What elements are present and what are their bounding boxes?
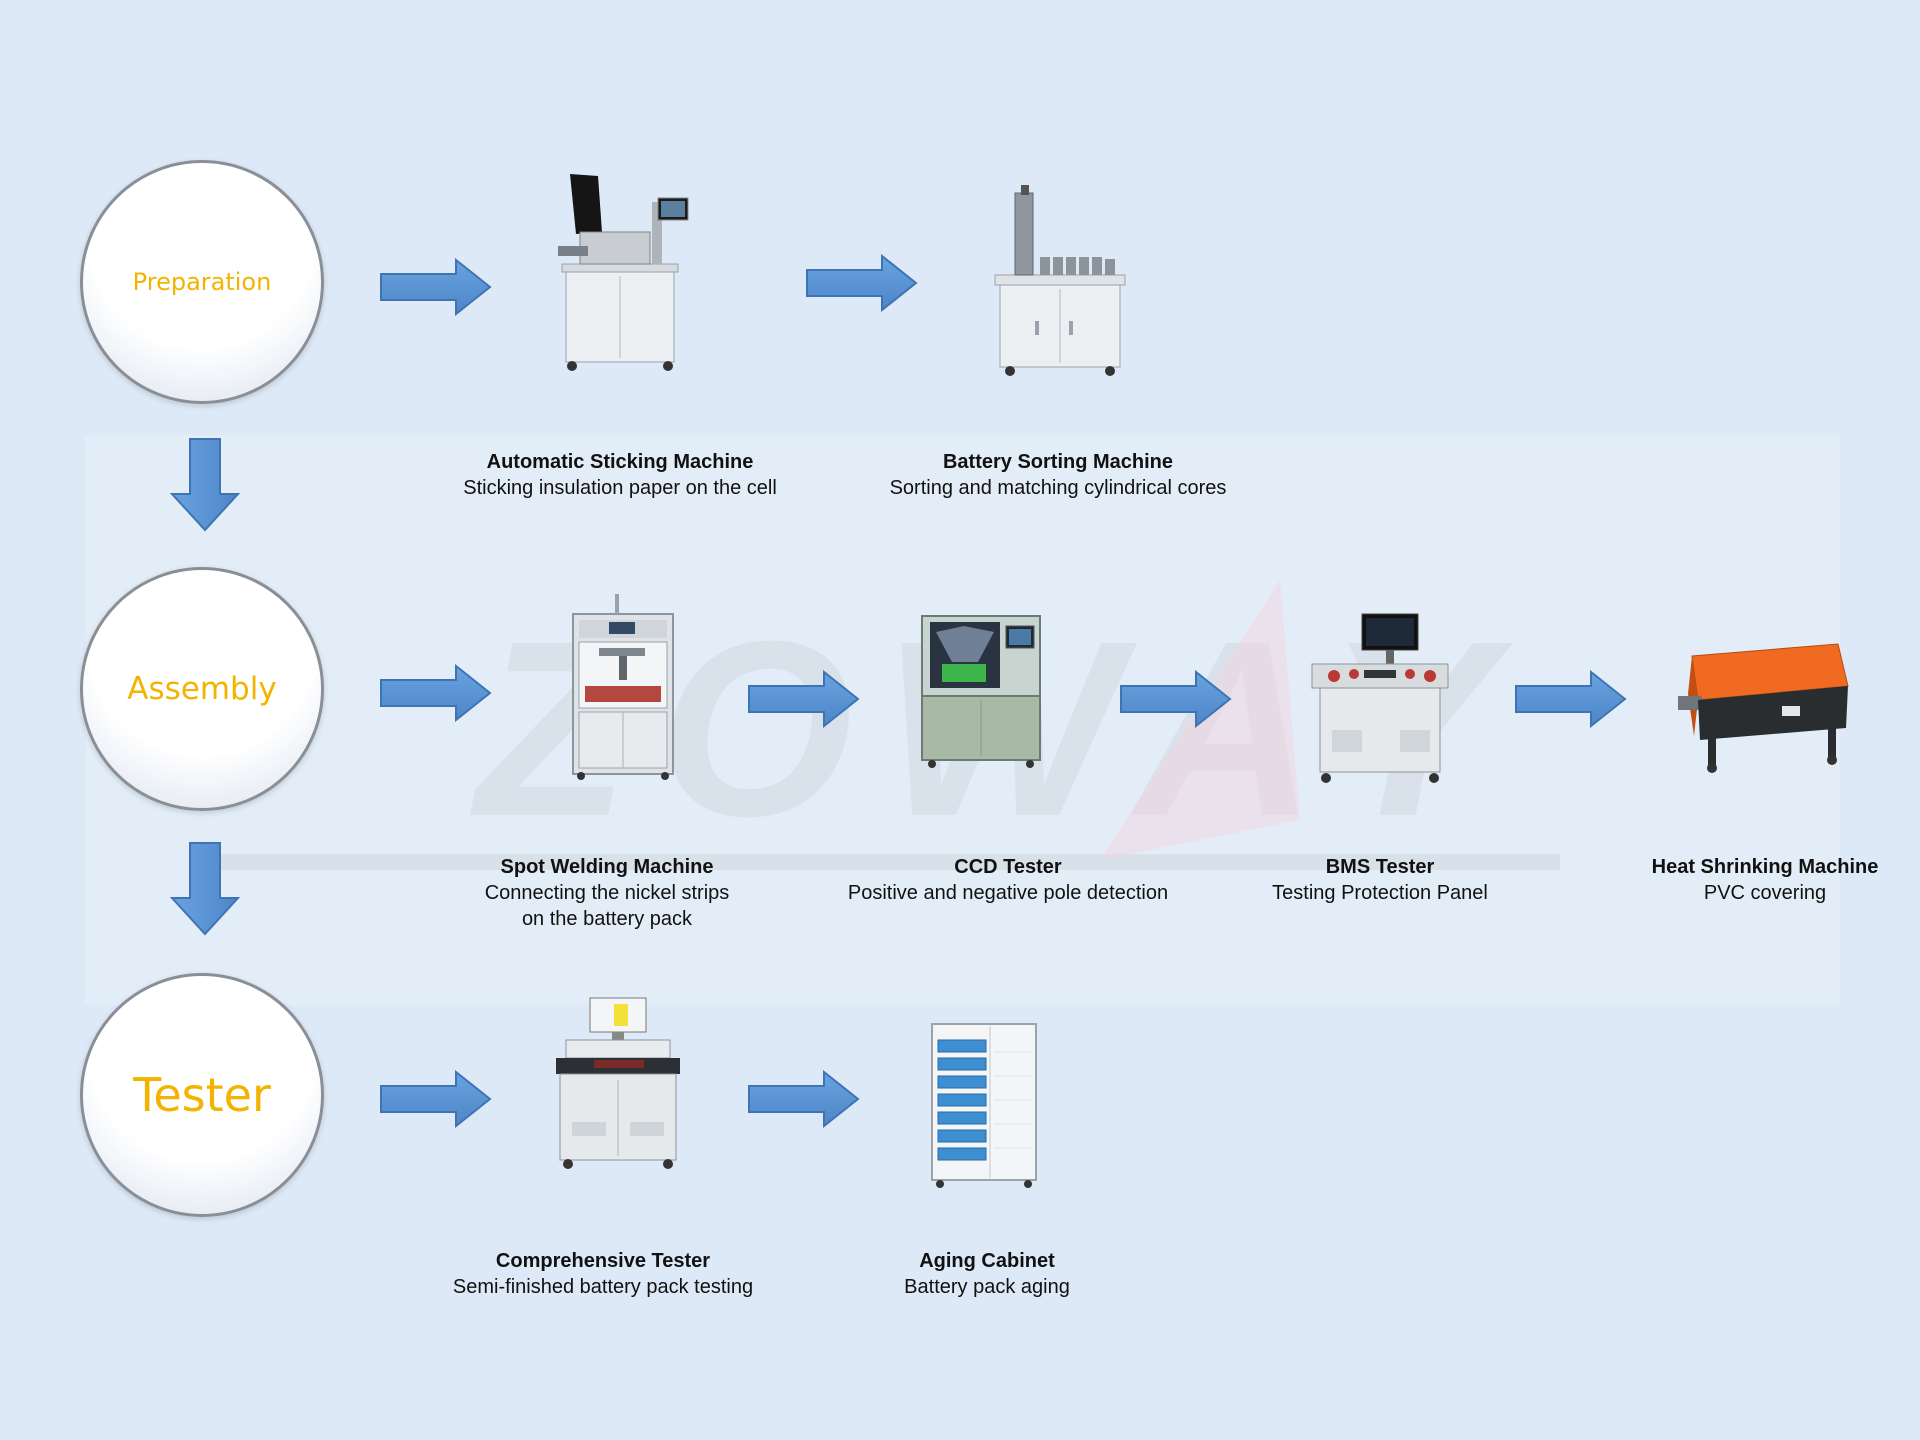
- down-arrow-icon: [170, 438, 240, 532]
- battery-sorting-machine-image: [994, 185, 1126, 376]
- stage-label: Tester: [133, 1068, 271, 1122]
- machine-title: Heat Shrinking Machine: [1651, 856, 1879, 878]
- machine-description: Sticking insulation paper on the cell: [463, 477, 777, 499]
- machine-description-line: on the battery pack: [521, 908, 693, 930]
- machine-description: Semi-finished battery pack testing: [452, 1276, 754, 1298]
- right-arrow-icon: [380, 1070, 492, 1128]
- down-arrow-icon: [170, 842, 240, 936]
- machine-description: Sorting and matching cylindrical cores: [889, 477, 1227, 499]
- machine-title: Aging Cabinet: [919, 1250, 1055, 1272]
- machine-label-ccd-tester: CCD Tester Positive and negative pole de…: [808, 854, 1208, 906]
- bms-tester-image: [1311, 613, 1449, 783]
- machine-label-heat-shrinking: Heat Shrinking Machine PVC covering: [1624, 854, 1906, 906]
- machine-title: Comprehensive Tester: [495, 1250, 711, 1272]
- automatic-sticking-machine-image: [558, 174, 689, 371]
- right-arrow-icon: [1120, 670, 1232, 728]
- machine-description: Positive and negative pole detection: [847, 882, 1169, 904]
- machine-label-bms-tester: BMS Tester Testing Protection Panel: [1180, 854, 1580, 906]
- machine-label-battery-sorting: Battery Sorting Machine Sorting and matc…: [858, 449, 1258, 501]
- machine-title: BMS Tester: [1325, 856, 1435, 878]
- machine-title: Spot Welding Machine: [500, 856, 714, 878]
- machine-label-comprehensive-tester: Comprehensive Tester Semi-finished batte…: [403, 1248, 803, 1300]
- machine-description-line: Connecting the nickel strips: [484, 882, 730, 904]
- machine-title: CCD Tester: [954, 856, 1062, 878]
- stage-tester: Tester: [80, 973, 324, 1217]
- comprehensive-tester-image: [556, 997, 680, 1169]
- machine-label-automatic-sticking: Automatic Sticking Machine Sticking insu…: [420, 449, 820, 501]
- right-arrow-icon: [380, 664, 492, 722]
- machine-description: PVC covering: [1703, 882, 1827, 904]
- stage-assembly: Assembly: [80, 567, 324, 811]
- machine-description: Battery pack aging: [904, 1276, 1070, 1298]
- machine-description: Testing Protection Panel: [1272, 882, 1488, 904]
- stage-label: Assembly: [127, 671, 277, 707]
- machine-label-aging-cabinet: Aging Cabinet Battery pack aging: [787, 1248, 1187, 1300]
- aging-cabinet-image: [931, 1023, 1037, 1188]
- machine-label-spot-welding: Spot Welding Machine Connecting the nick…: [407, 854, 807, 932]
- right-arrow-icon: [1515, 670, 1627, 728]
- right-arrow-icon: [380, 258, 492, 316]
- right-arrow-icon: [748, 670, 860, 728]
- right-arrow-icon: [748, 1070, 860, 1128]
- right-arrow-icon: [806, 254, 918, 312]
- stage-preparation: Preparation: [80, 160, 324, 404]
- ccd-tester-image: [921, 615, 1041, 768]
- heat-shrinking-machine-image: [1678, 643, 1849, 773]
- machine-title: Battery Sorting Machine: [942, 451, 1174, 473]
- machine-title: Automatic Sticking Machine: [486, 451, 754, 473]
- stage-label: Preparation: [132, 268, 272, 296]
- spot-welding-machine-image: [572, 594, 674, 780]
